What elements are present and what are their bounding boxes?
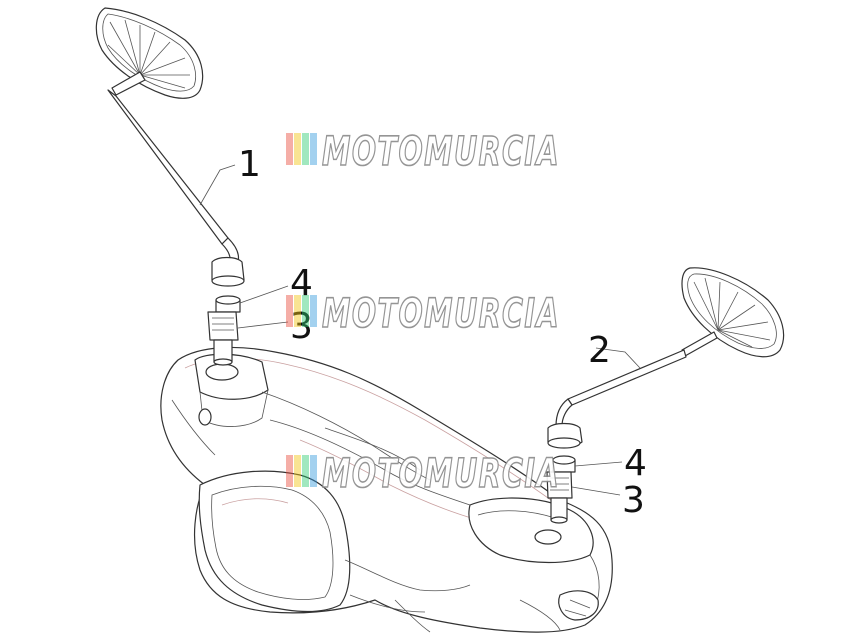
label-right-nut: 4	[624, 443, 647, 484]
label-right-adapter: 3	[622, 480, 645, 521]
watermark-text: MOTOMURCIA	[322, 451, 560, 497]
watermark-stripe	[302, 133, 309, 165]
right-mirror-adapter	[546, 471, 573, 524]
watermark-stripe	[286, 295, 293, 327]
watermark-stripe	[294, 133, 301, 165]
watermark-stripe	[302, 295, 309, 327]
left-mirror	[95, 7, 245, 287]
watermark-stripe	[302, 455, 309, 487]
watermark-middle: MOTOMURCIA	[286, 290, 560, 338]
watermark-stripe	[310, 133, 317, 165]
left-mirror-adapter	[207, 311, 239, 366]
watermark-stripe	[294, 295, 301, 327]
label-left-adapter: 3	[290, 306, 313, 347]
watermark-stripe	[286, 133, 293, 165]
watermark-stripe	[286, 455, 293, 487]
label-left-nut: 4	[290, 263, 313, 304]
watermark-stripe	[310, 455, 317, 487]
watermark-stripe	[310, 295, 317, 327]
leader-lines	[199, 164, 641, 496]
right-mirror	[547, 267, 785, 449]
watermark-top: MOTOMURCIA	[286, 128, 560, 176]
watermark-stripe	[294, 455, 301, 487]
left-mirror-nut	[215, 295, 241, 313]
watermark-text: MOTOMURCIA	[322, 129, 560, 175]
handlebar-cover	[160, 346, 613, 633]
watermark-bottom: MOTOMURCIA	[286, 450, 560, 498]
label-right-mirror: 2	[588, 330, 611, 371]
right-mirror-nut	[552, 455, 576, 473]
watermark-text: MOTOMURCIA	[322, 291, 560, 337]
label-left-mirror: 1	[238, 144, 261, 185]
